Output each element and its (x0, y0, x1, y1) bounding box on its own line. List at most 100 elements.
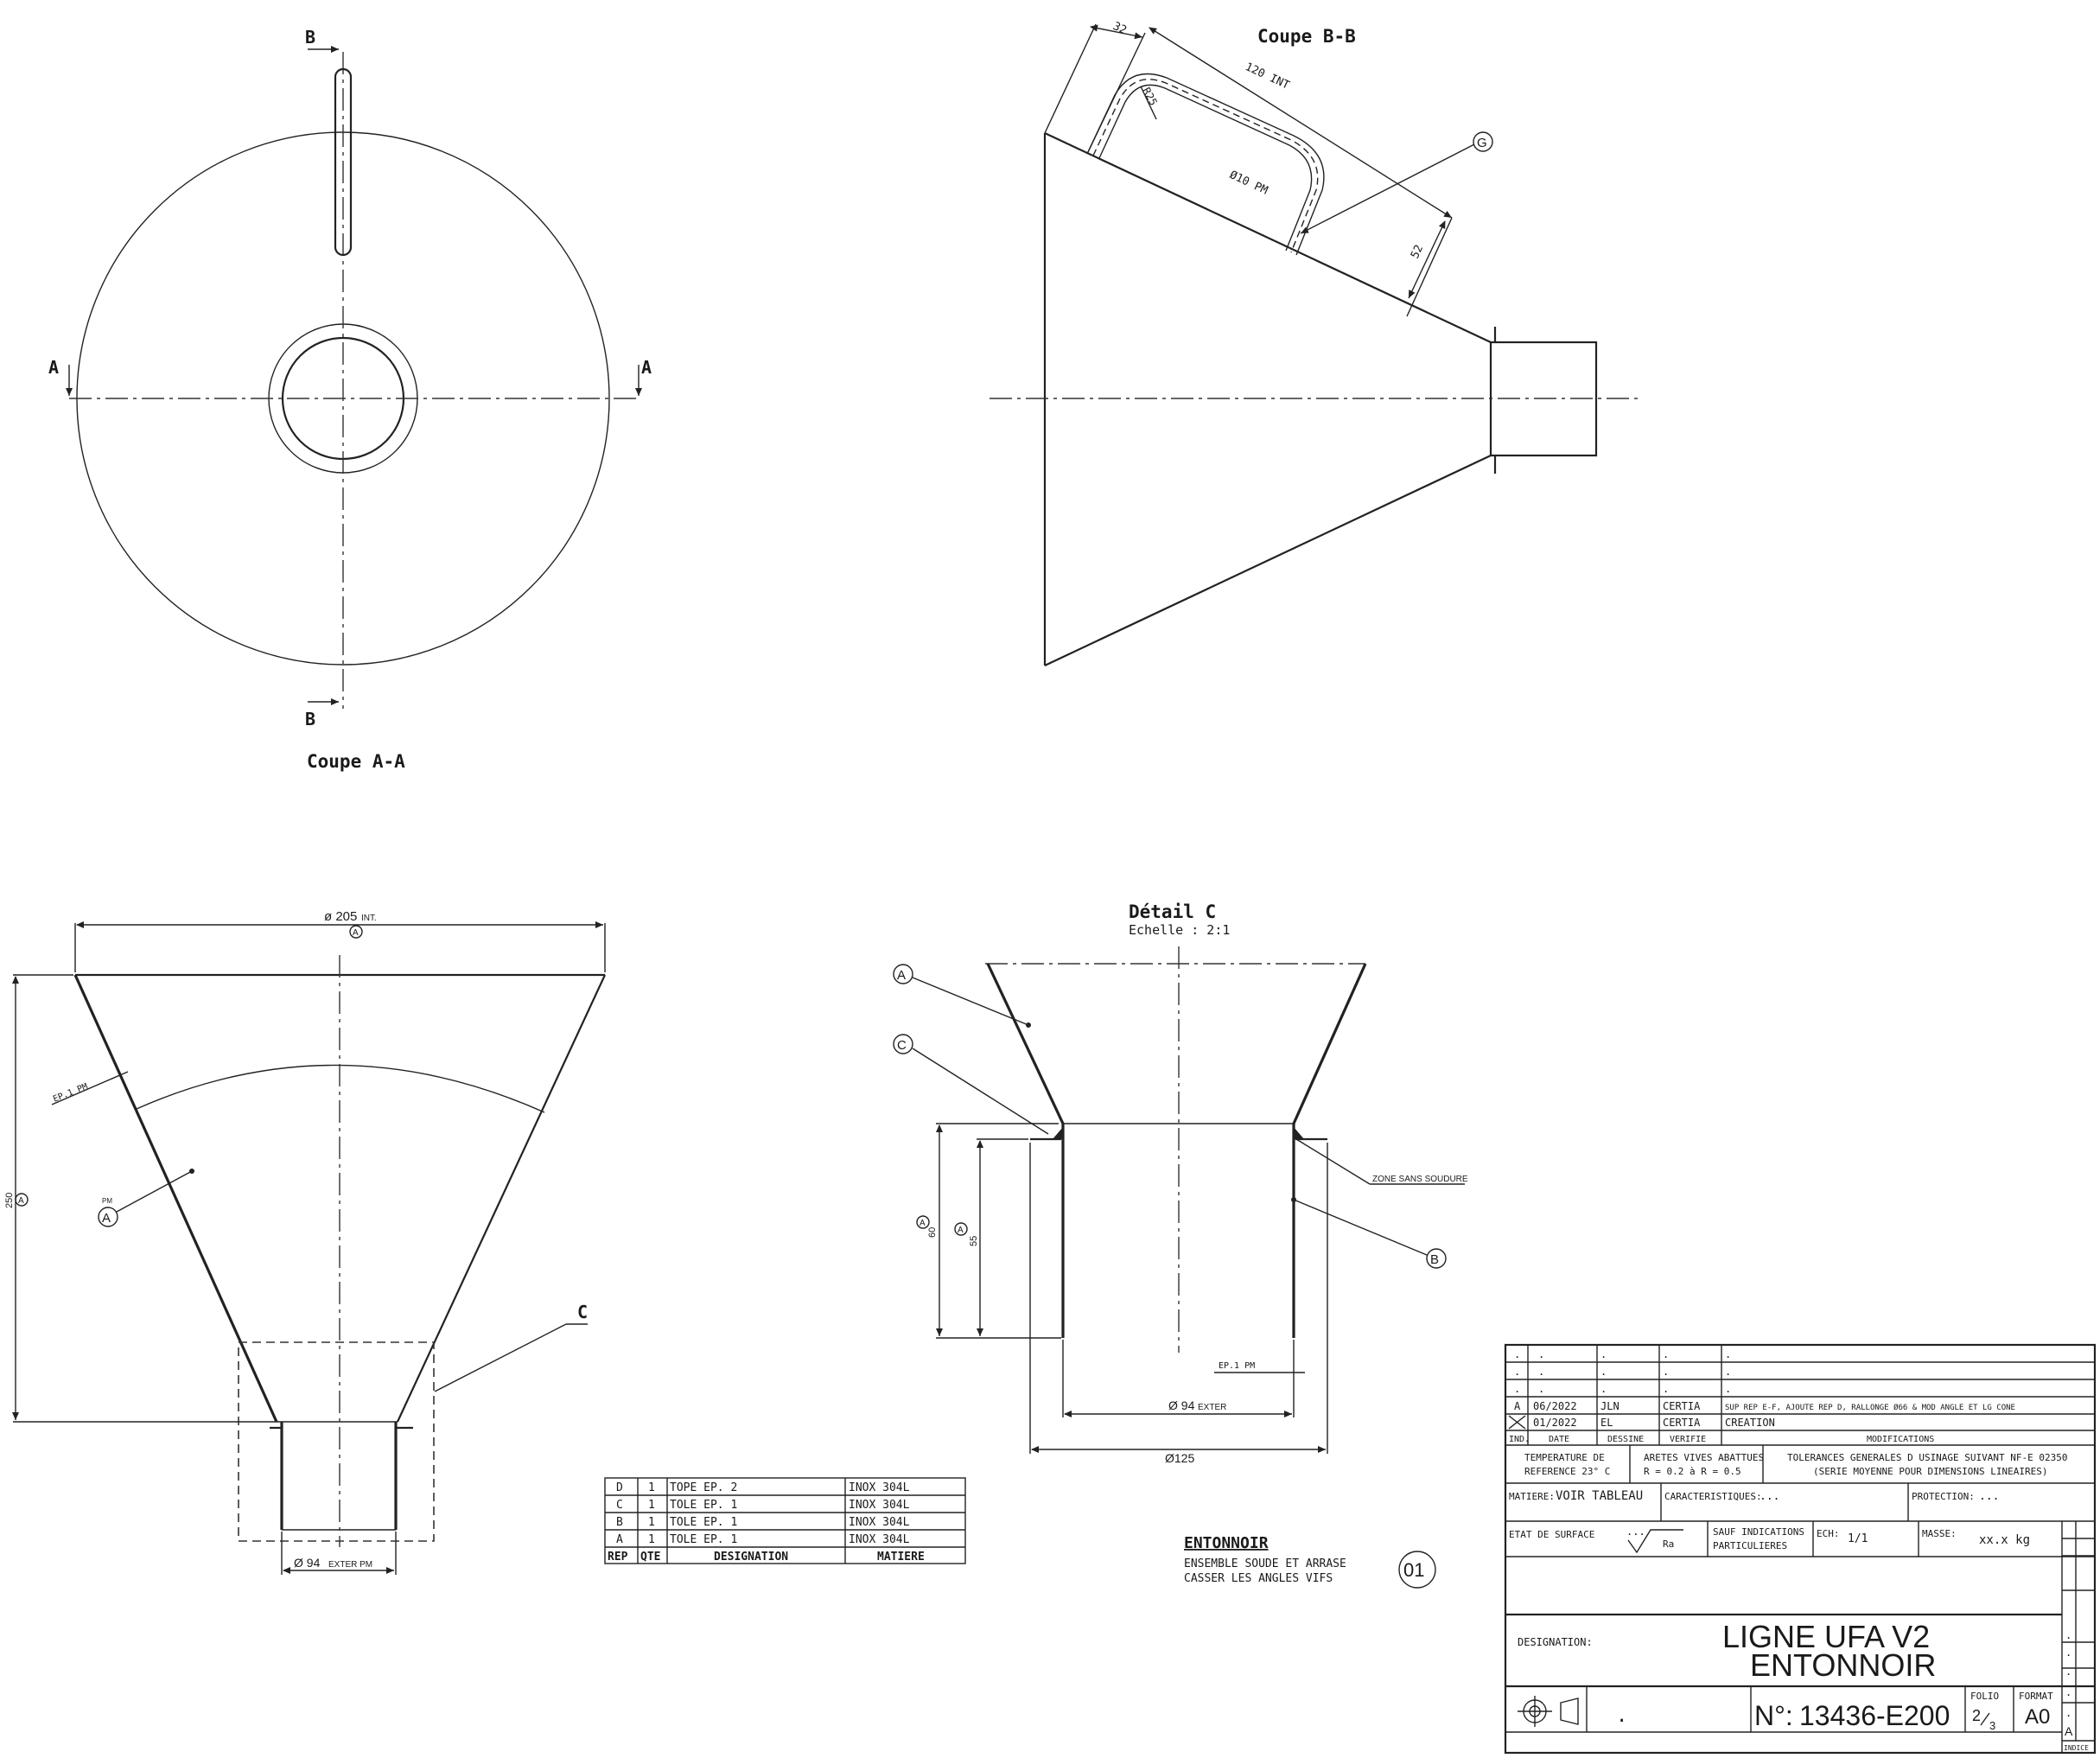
callout-a-circle (98, 1207, 118, 1227)
svg-text:(SERIE MOYENNE POUR DIMENSIONS: (SERIE MOYENNE POUR DIMENSIONS LINEAIRES… (1813, 1466, 2048, 1477)
svg-text:R = 0.2 à R = 0.5: R = 0.2 à R = 0.5 (1644, 1466, 1741, 1477)
svg-text:JLN: JLN (1600, 1400, 1620, 1412)
bom-row: A 1 TOLE EP. 1 INOX 304L (616, 1533, 910, 1546)
view-coupe-b-b: Coupe B-B 32 120 INT 52 R25 Ø10 PM G (990, 20, 1638, 666)
svg-text:.: . (1538, 1366, 1544, 1378)
svg-text:INOX 304L: INOX 304L (849, 1533, 910, 1546)
svg-text:DESSINE: DESSINE (1607, 1435, 1644, 1444)
svg-text:.: . (1725, 1348, 1731, 1360)
detail-callout-a-label: A (897, 968, 906, 983)
detail-cone-right (1292, 963, 1367, 1124)
designation-line-1: LIGNE UFA V2 (1722, 1619, 1930, 1654)
dim-line-32 (1090, 24, 1143, 40)
svg-text:PROTECTION:: PROTECTION: (1912, 1491, 1975, 1502)
svg-text:.: . (1600, 1348, 1607, 1360)
svg-text:CERTIA: CERTIA (1663, 1417, 1701, 1429)
svg-text:CREATION: CREATION (1725, 1417, 1775, 1429)
assembly-note: ENTONNOIR ENSEMBLE SOUDE ET ARRASE CASSE… (1184, 1534, 1436, 1589)
folio-denominator: 3 (1989, 1719, 1995, 1732)
dim-94d-label: Ø 94 (1168, 1398, 1195, 1412)
item-number-circle (1398, 1551, 1436, 1589)
detail-ep-label: EP.1 PM (1219, 1361, 1255, 1371)
svg-text:1: 1 (648, 1516, 655, 1529)
zone-sans-soudure: ZONE SANS SOUDURE (1372, 1175, 1468, 1184)
svg-text:.: . (2065, 1686, 2071, 1698)
view-front: C ø 205 INT. A 250 A EP.1 PM A PM Ø 94 E… (4, 909, 606, 1575)
svg-text:TOLERANCES GENERALES D USINAGE: TOLERANCES GENERALES D USINAGE SUIVANT N… (1787, 1452, 2068, 1463)
svg-text:QTE: QTE (640, 1551, 660, 1564)
svg-text:.: . (1514, 1348, 1520, 1360)
svg-text:REP: REP (608, 1551, 628, 1564)
dim-250-ref: A (18, 1196, 24, 1206)
svg-text:INOX 304L: INOX 304L (849, 1499, 910, 1512)
dim-55-ref: A (958, 1226, 964, 1235)
revision-header: IND. DATE DESSINE VERIFIE MODIFICATIONS (1509, 1435, 1934, 1444)
dim-205-int: INT. (361, 914, 377, 923)
detail-c-scale: Echelle : 2:1 (1129, 922, 1230, 938)
cone-right-wall (397, 974, 606, 1423)
svg-text:TOPE EP. 2: TOPE EP. 2 (670, 1481, 737, 1494)
svg-text:MASSE:: MASSE: (1922, 1528, 1957, 1539)
cone-left-wall (73, 974, 278, 1423)
section-label-b-bottom: B (305, 709, 315, 729)
svg-text:TOLE EP. 1: TOLE EP. 1 (670, 1499, 737, 1512)
revision-row: . . . . . (1514, 1366, 1731, 1378)
svg-text:SUP REP E-F, AJOUTE REP D, RAL: SUP REP E-F, AJOUTE REP D, RALLONGE Ø66 … (1725, 1403, 2015, 1412)
detail-c-title: Détail C (1129, 901, 1216, 922)
svg-text:.: . (2065, 1629, 2071, 1641)
detail-cone-left (986, 963, 1065, 1124)
designation-line-2: ENTONNOIR (1750, 1647, 1936, 1683)
dim-205-label: ø 205 (324, 909, 357, 924)
svg-text:1/1: 1/1 (1848, 1532, 1868, 1545)
svg-text:ECH:: ECH: (1817, 1528, 1840, 1539)
svg-text:INOX 304L: INOX 304L (849, 1481, 910, 1494)
folio-numerator: 2 (1972, 1707, 1981, 1724)
leader-detail-c (434, 1323, 567, 1392)
svg-text:1: 1 (648, 1481, 655, 1494)
note-line-1: ENSEMBLE SOUDE ET ARRASE (1184, 1557, 1346, 1570)
svg-text:CERTIA: CERTIA (1663, 1400, 1701, 1412)
svg-text:.: . (2065, 1666, 2071, 1678)
zone-leader (1295, 1138, 1371, 1185)
svg-text:A: A (616, 1533, 623, 1546)
detail-c-boundary (238, 1341, 435, 1542)
section-label-a-right: A (641, 357, 652, 378)
svg-text:TEMPERATURE DE: TEMPERATURE DE (1524, 1452, 1605, 1463)
detail-leader-b (1293, 1199, 1428, 1256)
ep-label: EP.1 PM (52, 1082, 89, 1105)
designation-label: DESIGNATION: (1518, 1636, 1593, 1648)
svg-text:A: A (1514, 1400, 1521, 1412)
svg-text:.: . (1616, 1705, 1627, 1727)
svg-text:.: . (1538, 1383, 1544, 1395)
detail-callout-c-label: C (897, 1038, 907, 1053)
dim-32-label: 32 (1110, 20, 1129, 37)
handle-rod-center (1092, 79, 1319, 253)
svg-text:C: C (616, 1499, 623, 1512)
svg-text:FOLIO: FOLIO (1970, 1691, 1999, 1702)
dim-94d-exter: EXTER (1198, 1403, 1226, 1412)
dim-52-label: 52 (1409, 243, 1426, 261)
dim-line-52 (1408, 220, 1446, 299)
revision-cross-b (1508, 1415, 1526, 1430)
dim-diam10-label: Ø10 PM (1227, 169, 1270, 198)
drawing-number: 13436-E200 (1799, 1700, 1950, 1731)
dim-60-ref: A (920, 1219, 926, 1228)
dim-94-label: Ø 94 (294, 1556, 321, 1570)
note-title: ENTONNOIR (1184, 1534, 1269, 1552)
callout-a-label: A (102, 1211, 111, 1226)
svg-text:.: . (1725, 1383, 1731, 1395)
cone-upper-edge (1044, 132, 1492, 343)
svg-text:.: . (1600, 1366, 1607, 1378)
svg-text:.: . (1600, 1383, 1607, 1395)
view-title-coupe-b-b: Coupe B-B (1257, 26, 1356, 47)
svg-text:ETAT DE SURFACE: ETAT DE SURFACE (1509, 1529, 1594, 1540)
bom-row: B 1 TOLE EP. 1 INOX 304L (616, 1516, 910, 1529)
item-number: 01 (1403, 1559, 1424, 1581)
svg-text:DESIGNATION: DESIGNATION (714, 1551, 788, 1564)
svg-text:.: . (1725, 1366, 1731, 1378)
dim-ext-32-left (1044, 23, 1097, 134)
leader-g (1300, 143, 1475, 234)
dim-250-ref-circle (15, 1193, 29, 1207)
bill-of-materials: D 1 TOPE EP. 2 INOX 304L C 1 TOLE EP. 1 … (604, 1477, 966, 1564)
